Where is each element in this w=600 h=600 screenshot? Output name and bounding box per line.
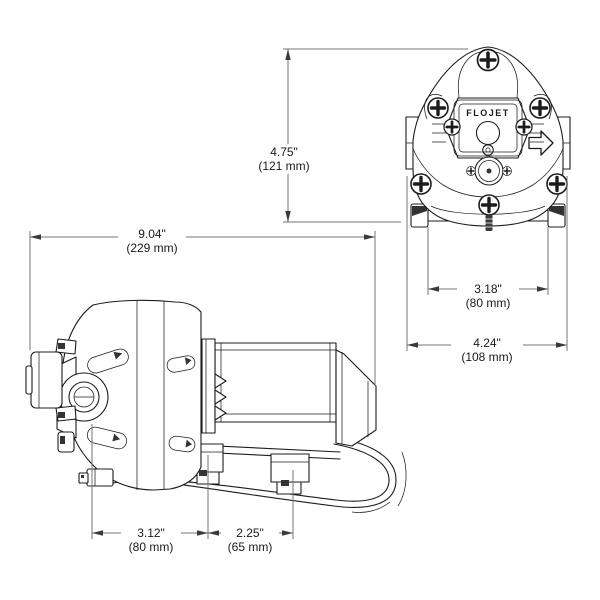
phillips-screw-icon xyxy=(545,172,569,196)
dim-overall-length: 9.04" (229 mm) xyxy=(118,227,186,255)
clamp-ring xyxy=(201,338,227,434)
motor-housing xyxy=(214,342,377,447)
front-view: FLOJET xyxy=(405,46,571,231)
dimension-lines xyxy=(30,49,567,534)
brand-label: FLOJET xyxy=(466,108,510,118)
vent-slot xyxy=(168,435,196,453)
phillips-screw-icon xyxy=(475,47,501,73)
dim-overall-length-mm: (229 mm) xyxy=(126,241,177,255)
bottom-pin xyxy=(485,215,493,231)
flow-direction-arrow-icon xyxy=(528,130,554,156)
dim-side-port-to-foot-mm: (80 mm) xyxy=(129,540,174,554)
dim-side-port-to-foot: 3.12" (80 mm) xyxy=(121,526,181,554)
dim-front-height-inch: 4.75" xyxy=(270,145,298,159)
hose-fitting xyxy=(25,338,77,422)
phillips-screw-icon xyxy=(514,117,534,137)
dim-front-overall-width-inch: 4.24" xyxy=(473,336,501,350)
dim-front-foot-span-inch: 3.18" xyxy=(474,282,502,296)
vent-slot xyxy=(86,426,128,450)
dim-front-overall-width-mm: (108 mm) xyxy=(461,350,512,364)
dim-side-foot-spacing: 2.25" (65 mm) xyxy=(221,526,279,554)
dim-front-overall-width: 4.24" (108 mm) xyxy=(451,335,523,364)
phillips-screw-icon xyxy=(528,96,552,120)
dim-side-foot-spacing-mm: (65 mm) xyxy=(228,540,273,554)
phillips-screw-icon xyxy=(477,193,501,217)
dim-front-height-mm: (121 mm) xyxy=(258,159,309,173)
phillips-screw-icon xyxy=(409,172,433,196)
phillips-screw-icon xyxy=(442,117,462,137)
vent-slot xyxy=(166,355,196,373)
motor-end-bell xyxy=(335,349,377,447)
wire-connector-plug xyxy=(78,468,114,487)
dim-side-port-to-foot-inch: 3.12" xyxy=(137,526,165,540)
dim-front-foot-span-mm: (80 mm) xyxy=(466,296,511,310)
dimensions: 4.75" (121 mm) 9.04" (229 mm) 3.18" (80 … xyxy=(29,48,568,554)
phillips-screw-icon xyxy=(465,165,477,177)
dim-front-height: 4.75" (121 mm) xyxy=(252,144,316,174)
phillips-screw-icon xyxy=(426,96,450,120)
drive-boss xyxy=(474,156,504,186)
side-view xyxy=(25,299,407,513)
vent-slot xyxy=(87,348,129,374)
extension-lines xyxy=(29,48,568,539)
dim-overall-length-inch: 9.04" xyxy=(138,227,166,241)
phillips-screw-icon xyxy=(501,165,513,177)
dim-side-foot-spacing-inch: 2.25" xyxy=(236,526,264,540)
dim-front-foot-span: 3.18" (80 mm) xyxy=(457,281,519,310)
mounting-base xyxy=(175,443,341,495)
